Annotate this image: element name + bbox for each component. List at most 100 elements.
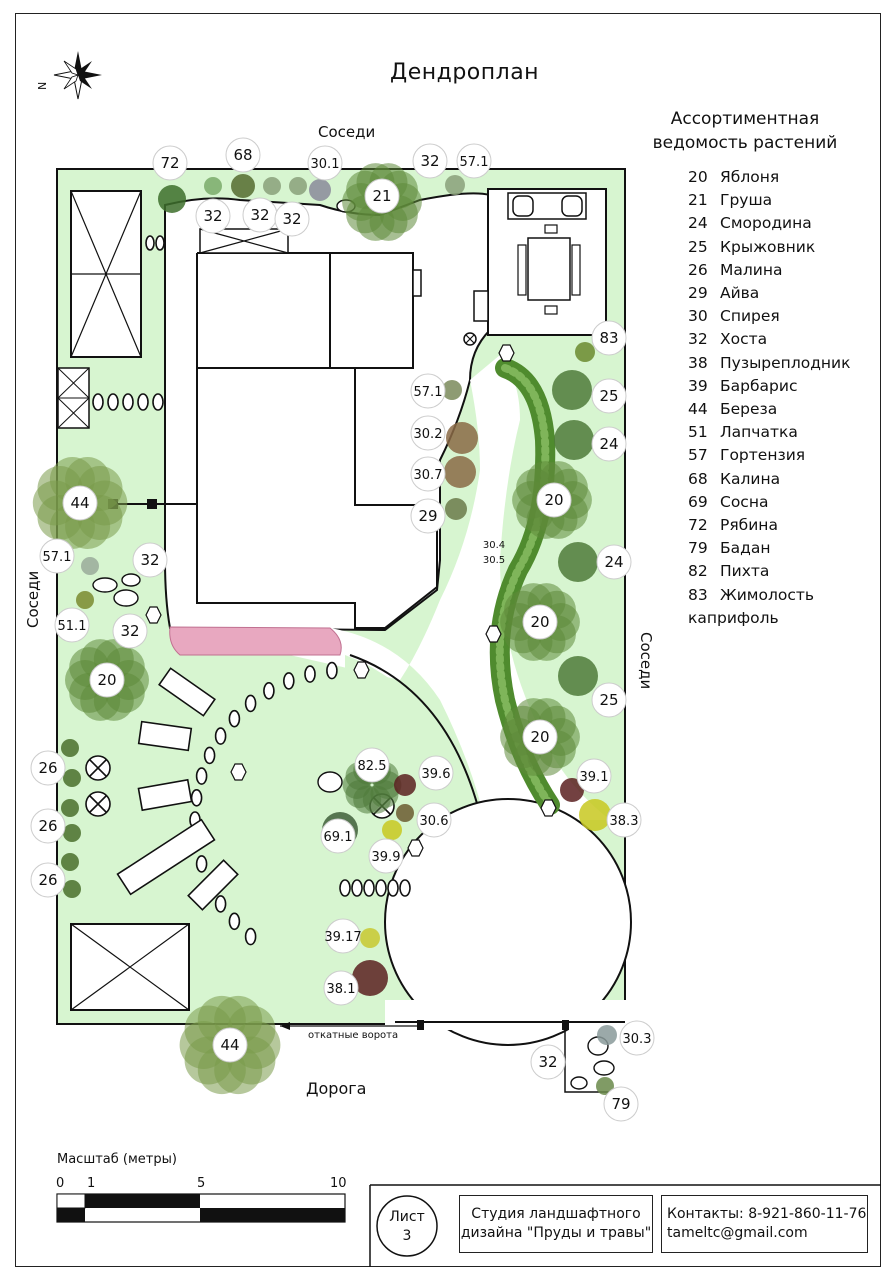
plant-marker-circle	[62, 485, 98, 521]
legend-item-name: Жимолость	[720, 585, 815, 604]
plant-marker: 44	[62, 485, 98, 521]
plant-marker-circle	[410, 498, 446, 534]
shrub-icon	[442, 380, 462, 400]
legend-item-number: 38	[688, 353, 708, 372]
plant-marker-circle	[596, 544, 632, 580]
plant-marker-label: 21	[372, 187, 391, 205]
legend-item-number: 26	[688, 260, 708, 279]
plant-marker: 25	[591, 378, 627, 414]
shrub-icon	[560, 778, 584, 802]
plant-marker: 68	[225, 137, 261, 173]
plant-marker: 30.6	[416, 802, 452, 838]
legend-item-number: 82	[688, 562, 708, 581]
plant-marker-circle	[320, 818, 356, 854]
shrub-icon	[382, 820, 402, 840]
plant-marker: 21	[364, 178, 400, 214]
plant-marker: 39.1	[576, 758, 612, 794]
legend-title-line-2: ведомость растений	[652, 133, 838, 153]
plant-marker-label: 26	[38, 759, 57, 777]
legend-item-number: 72	[688, 516, 708, 535]
stepping-stone	[244, 694, 257, 713]
scale-bar	[56, 1193, 346, 1223]
plant-marker: 32	[530, 1044, 566, 1080]
plant-marker-label: 24	[599, 435, 618, 453]
shrub-icon	[231, 174, 255, 198]
plant-marker-circle	[307, 145, 343, 181]
plant-marker-label: 39.6	[422, 767, 451, 782]
plant-marker-circle	[606, 802, 642, 838]
plant-marker: 38.1	[323, 970, 359, 1006]
plant-marker-circle	[591, 682, 627, 718]
plant-marker-label: 32	[203, 207, 222, 225]
scale-title: Масштаб (метры)	[57, 1152, 177, 1167]
shrub-icon	[558, 656, 598, 696]
shrub-icon	[158, 185, 186, 213]
shrub-icon	[263, 177, 281, 195]
stepping-stone	[203, 746, 216, 765]
plant-marker-label: 82.5	[358, 759, 387, 774]
plant-marker-label: 39.17	[324, 930, 361, 945]
plant-marker-label: 57.1	[414, 385, 443, 400]
contacts-phone: Контакты: 8-921-860-11-76	[667, 1206, 867, 1222]
plant-marker: 32	[274, 201, 310, 237]
plant-marker-label: 29	[418, 507, 437, 525]
plant-marker: 29	[410, 498, 446, 534]
plant-marker-label: 32	[250, 206, 269, 224]
sheet-value: 3	[402, 1228, 412, 1244]
plant-marker-circle	[364, 178, 400, 214]
legend-item-number: 44	[688, 400, 708, 419]
plant-marker-label: 69.1	[324, 830, 353, 845]
legend-item-number: 69	[688, 492, 708, 511]
studio-line-2: дизайна "Пруды и травы"	[460, 1225, 652, 1241]
label-neighbors-left: Соседи	[24, 570, 42, 628]
legend-item-name: Хоста	[720, 330, 768, 349]
shrub-icon	[360, 928, 380, 948]
compass-icon: N	[36, 51, 102, 100]
plant-marker: 32	[242, 197, 278, 233]
plant-marker-label: 30.2	[414, 427, 443, 442]
legend-item-number: 24	[688, 214, 708, 233]
plant-marker: 32	[132, 542, 168, 578]
stepping-stone	[214, 895, 227, 913]
drawing-frame	[15, 13, 881, 1267]
plant-marker-label: 72	[160, 154, 179, 172]
plant-marker-circle	[416, 802, 452, 838]
plant-marker: 69.1	[320, 818, 356, 854]
legend-item-name: Береза	[720, 400, 778, 419]
legend-item-name: Калина	[720, 469, 781, 488]
stepping-stone	[214, 727, 227, 745]
plant-marker-circle	[410, 373, 446, 409]
plant-marker-label: 51.1	[58, 619, 87, 634]
plant-marker-label: 79	[611, 1095, 630, 1113]
shrub-icon	[396, 804, 414, 822]
stepping-stone	[195, 855, 208, 873]
plant-marker: 30.3	[619, 1020, 655, 1056]
shrub-icon	[289, 177, 307, 195]
plant-marker-label: 25	[599, 691, 618, 709]
stepping-stone	[228, 912, 241, 931]
plant-marker-label: 68	[233, 146, 252, 164]
plant-marker-circle	[195, 198, 231, 234]
page-title: Дендроплан	[390, 60, 540, 85]
stepping-stone	[387, 879, 399, 897]
legend-item-name: Барбарис	[720, 376, 798, 395]
plant-marker-label: 32	[120, 622, 139, 640]
stepping-stone	[351, 879, 363, 897]
legend-item-name: Рябина	[720, 516, 778, 535]
shrub-icon	[352, 960, 388, 996]
sheet-label: Лист	[389, 1209, 425, 1225]
shrub-icon	[552, 370, 592, 410]
plant-marker-label: 20	[97, 671, 116, 689]
plant-marker: 72	[152, 145, 188, 181]
shrub-icon	[394, 774, 416, 796]
plant-marker-circle	[39, 538, 75, 574]
plant-marker-circle	[410, 456, 446, 492]
pavilion	[487, 188, 607, 336]
label-neighbors-top: Соседи	[318, 123, 376, 141]
pink-flowerbed	[169, 626, 342, 656]
